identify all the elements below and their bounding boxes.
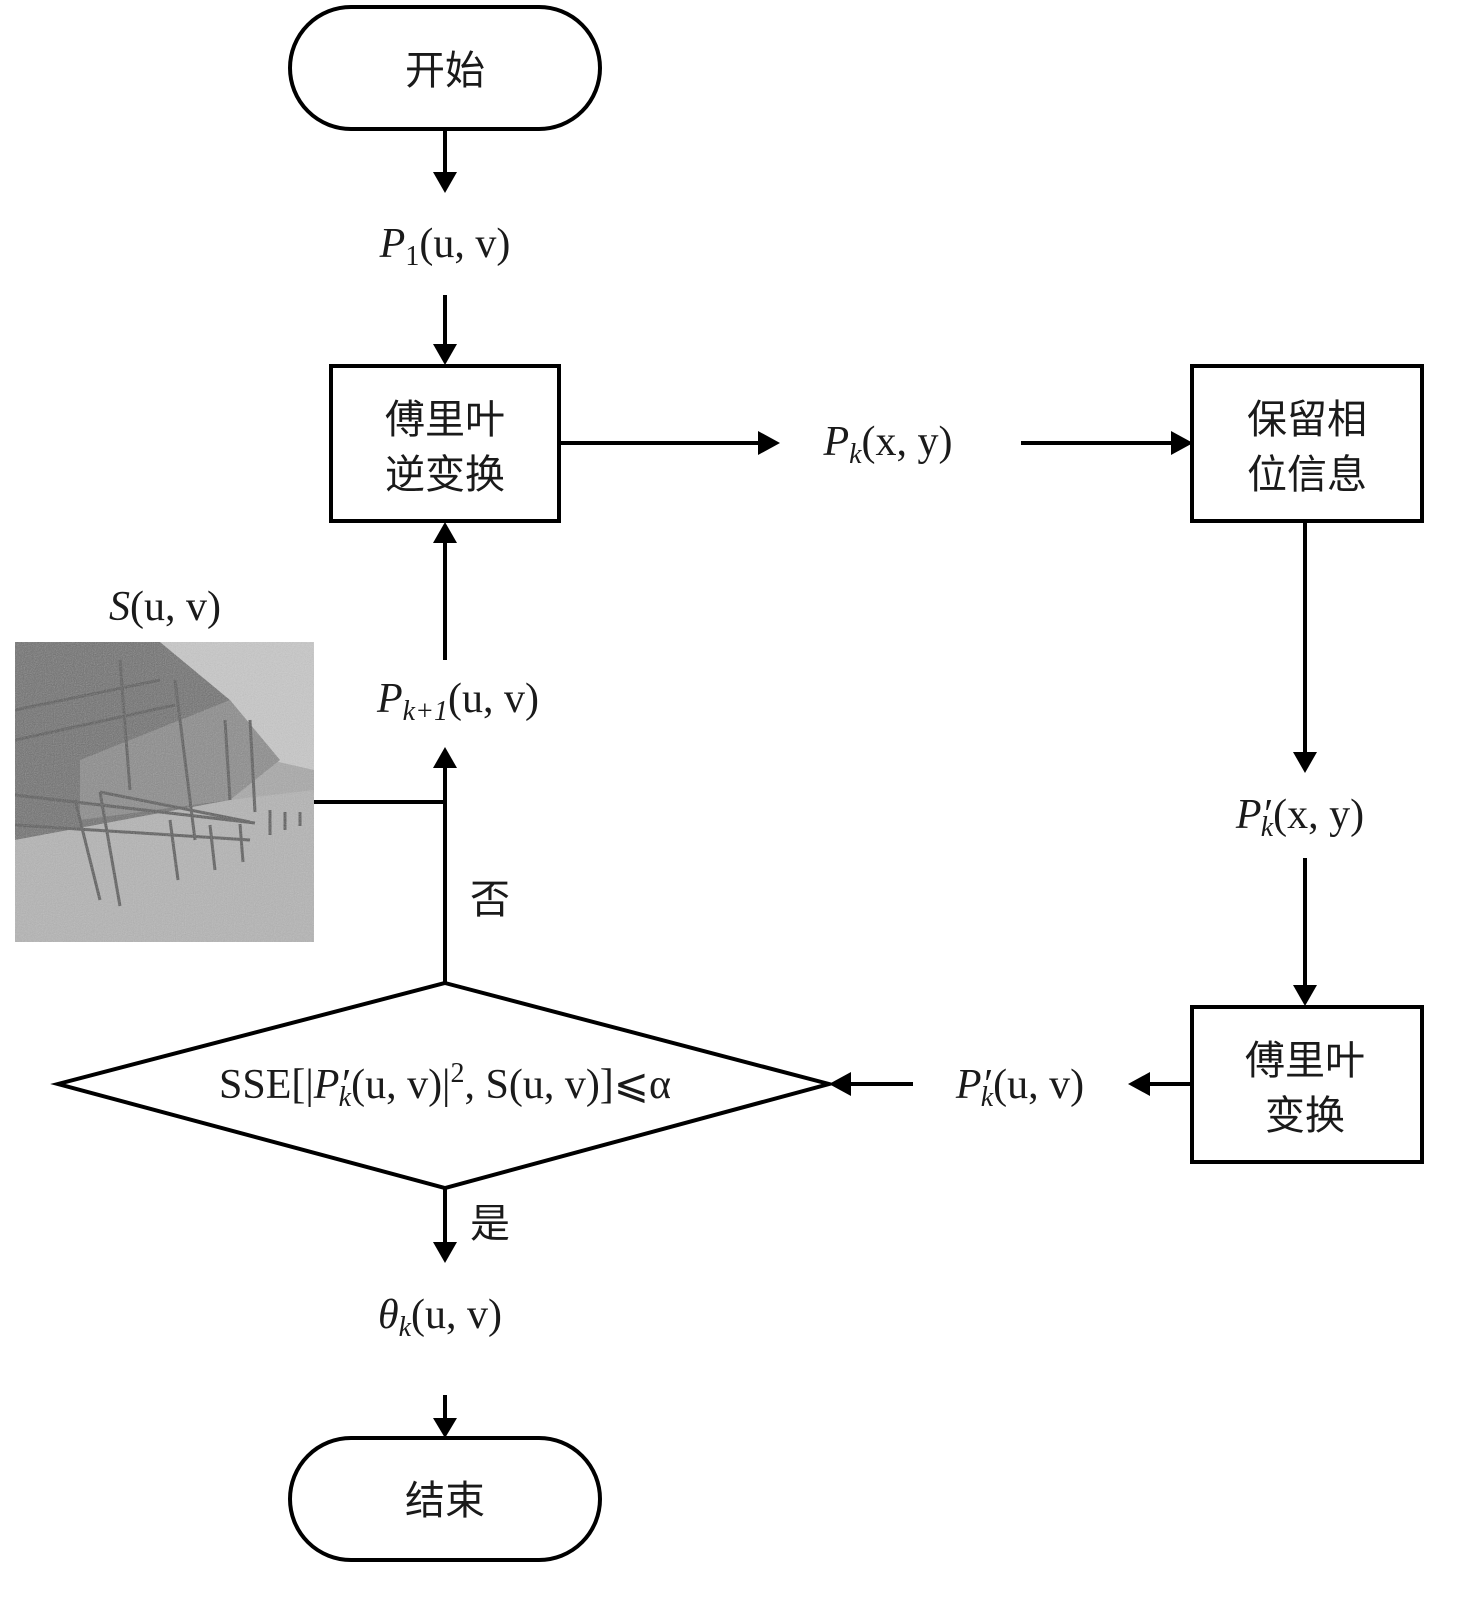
ifft-label-line2: 逆变换 <box>385 452 505 498</box>
arrow-decision-to-pk1 <box>433 747 457 983</box>
decision-condition: SSE[|P′k(u, v)|2, S(u, v)]⩽α <box>219 1058 671 1113</box>
arrow-theta-to-end <box>433 1395 457 1438</box>
end-label: 结束 <box>405 1478 485 1524</box>
arrow-pk1-to-ifft <box>433 522 457 660</box>
signal-pk1: Pk+1(u, v) <box>376 676 539 727</box>
arrow-pkxy-to-keep-phase <box>1021 431 1193 455</box>
fft-label-line2: 变换 <box>1265 1093 1345 1139</box>
signal-p1: P1(u, v) <box>379 221 511 272</box>
signal-pkprime-xy: P′k(x, y) <box>1235 792 1364 843</box>
arrow-keep-phase-to-pkprime-xy <box>1293 521 1317 773</box>
start-label: 开始 <box>405 48 485 94</box>
signal-theta: θk(u, v) <box>378 1292 502 1343</box>
signal-pkprime-uv: P′k(u, v) <box>955 1062 1084 1113</box>
yes-branch-label: 是 <box>470 1201 510 1247</box>
fft-box <box>1190 1005 1424 1164</box>
decision-node: SSE[|P′k(u, v)|2, S(u, v)]⩽α <box>50 980 837 1191</box>
arrow-p1-to-ifft <box>433 295 457 365</box>
no-branch-label: 否 <box>470 877 510 923</box>
arrow-start-to-p1 <box>433 131 457 193</box>
arrow-pkprime-uv-to-decision <box>829 1072 913 1096</box>
start-node: 开始 <box>288 5 602 131</box>
end-terminator-shape <box>288 1436 602 1562</box>
target-image <box>14 642 314 942</box>
fft-label-line1: 傅里叶 <box>1245 1038 1365 1084</box>
keep-phase-box <box>1190 364 1424 523</box>
signal-pk-xy: Pk(x, y) <box>822 419 952 470</box>
start-terminator-shape <box>288 5 602 131</box>
ifft-box <box>329 364 561 523</box>
arrow-pkprime-xy-to-fft <box>1293 858 1317 1006</box>
keep-phase-node: 保留相 位信息 <box>1190 364 1424 523</box>
arrow-decision-to-theta <box>433 1188 457 1263</box>
arrow-fft-to-pkprime-uv <box>1128 1072 1192 1096</box>
keep-phase-label-line2: 位信息 <box>1247 452 1367 498</box>
image-caption: S(u, v) <box>109 584 221 630</box>
arrow-ifft-to-pkxy <box>559 431 780 455</box>
end-node: 结束 <box>288 1436 602 1562</box>
ifft-label-line1: 傅里叶 <box>385 397 505 443</box>
keep-phase-label-line1: 保留相 <box>1247 397 1367 443</box>
ifft-node: 傅里叶 逆变换 <box>329 364 561 523</box>
fft-node: 傅里叶 变换 <box>1190 1005 1424 1164</box>
